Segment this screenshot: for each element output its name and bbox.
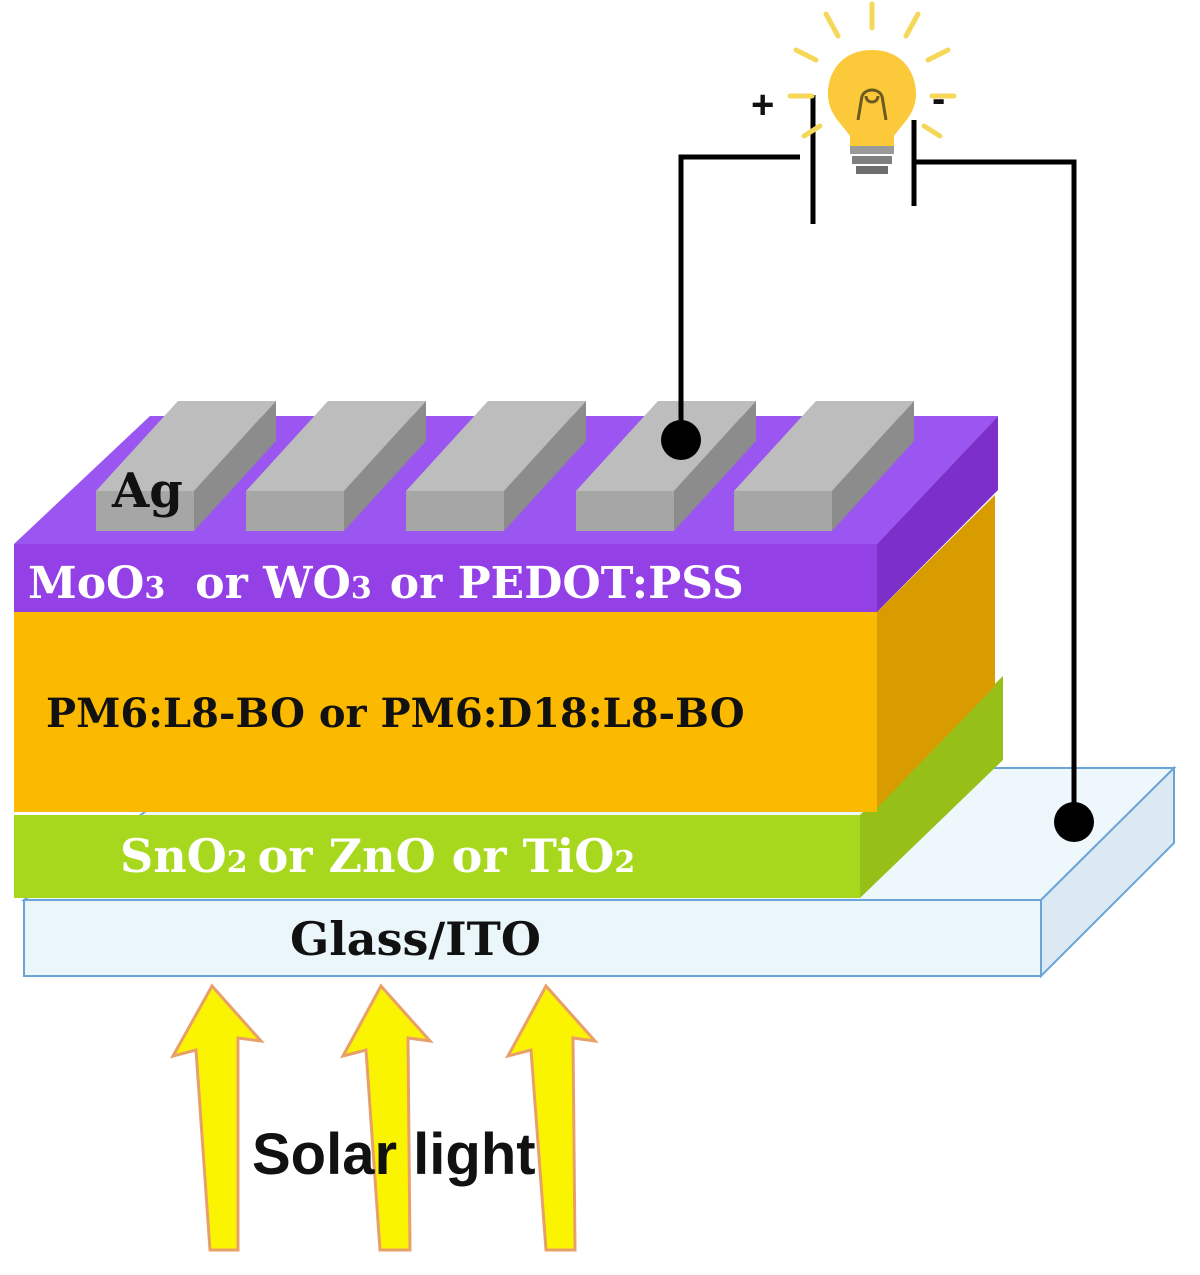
wire-left [678,154,800,440]
ag-electrode-5 [734,401,914,531]
active-label: PM6:L8-BO or PM6:D18:L8-BO [46,690,745,737]
contact-dot-ag [661,420,701,460]
htl-side [877,416,998,612]
light-bulb-icon [787,1,957,174]
active-side [877,495,995,808]
etl-side [860,676,1003,898]
solar-light-label: Solar light [252,1122,536,1187]
ag-electrode-1 [96,401,276,531]
ag-electrode-3 [406,401,586,531]
solar-arrows [169,983,599,1252]
plus-sign: + [751,83,774,127]
etl-layer [14,676,1003,898]
circuit [678,95,1077,822]
active-layer [14,495,995,812]
solar-arrow-2 [340,983,434,1252]
wire-right [916,159,1077,822]
solar-arrow-1 [169,983,265,1252]
ag-label: Ag [111,463,183,519]
contact-dot-ito [1054,802,1094,842]
etl-front [14,815,860,898]
ag-electrode-2 [246,401,426,531]
htl-front [14,544,877,612]
active-front [14,612,877,812]
solar-arrow-3 [505,983,599,1252]
substrate-label: Glass/ITO [290,912,541,966]
substrate-front [23,899,1042,977]
minus-sign: - [932,77,945,121]
